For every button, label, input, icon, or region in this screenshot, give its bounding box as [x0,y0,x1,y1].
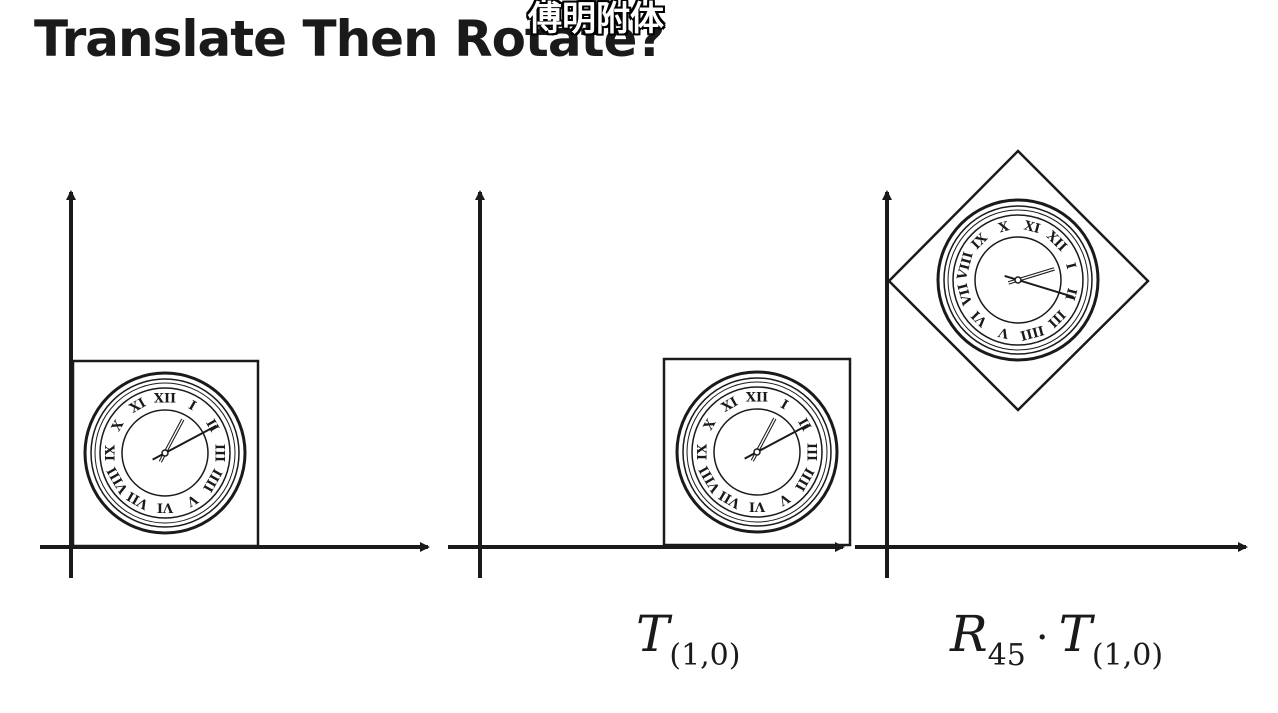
clock-inner-ring [974,236,1062,324]
clock-numeral: XI [1022,219,1042,238]
clock-rim [691,386,823,518]
clock-center [753,448,761,456]
clock-numeral: III [804,443,819,461]
unit-square [662,357,852,547]
clock-numeral: V [996,323,1011,341]
clock-rim [90,378,240,528]
clock-numeral: I [1062,261,1078,271]
video-subtitle: 傅明附体 [528,0,664,39]
clock-numeral: IIII [1018,322,1045,343]
clock-numeral: III [212,444,227,462]
label-rotate-translate: R45·T(1,0) [950,605,1164,673]
clock-numeral: XII [746,391,768,406]
clock-inner-ring [121,409,209,497]
clock-numeral: VIII [955,250,977,282]
slide-title: Translate Then Rotate? [34,10,665,68]
clock-inner-ring [713,408,801,496]
clock-center [161,449,169,457]
rotated-square [887,149,1150,412]
clock-rim [99,387,231,519]
unit-square [71,359,260,548]
clock-numeral: XI [127,396,149,417]
clock-rim [947,209,1089,351]
clock-rim [952,214,1084,346]
clock-center [1014,276,1022,284]
clock-rim [94,382,236,524]
clock-rim [686,381,828,523]
clock-numeral: IX [104,444,119,461]
clock-numeral: XI [719,395,741,416]
clock-numeral: XII [154,392,176,407]
clock-rim [943,205,1093,355]
clock-numeral: VI [157,500,174,515]
label-translate: T(1,0) [636,605,741,673]
clock-rim [682,377,832,527]
clock-numeral: II [1061,286,1079,302]
clock-numeral: VII [956,281,977,307]
clock-numeral: VI [749,499,766,514]
clock-numeral: IX [696,443,711,460]
